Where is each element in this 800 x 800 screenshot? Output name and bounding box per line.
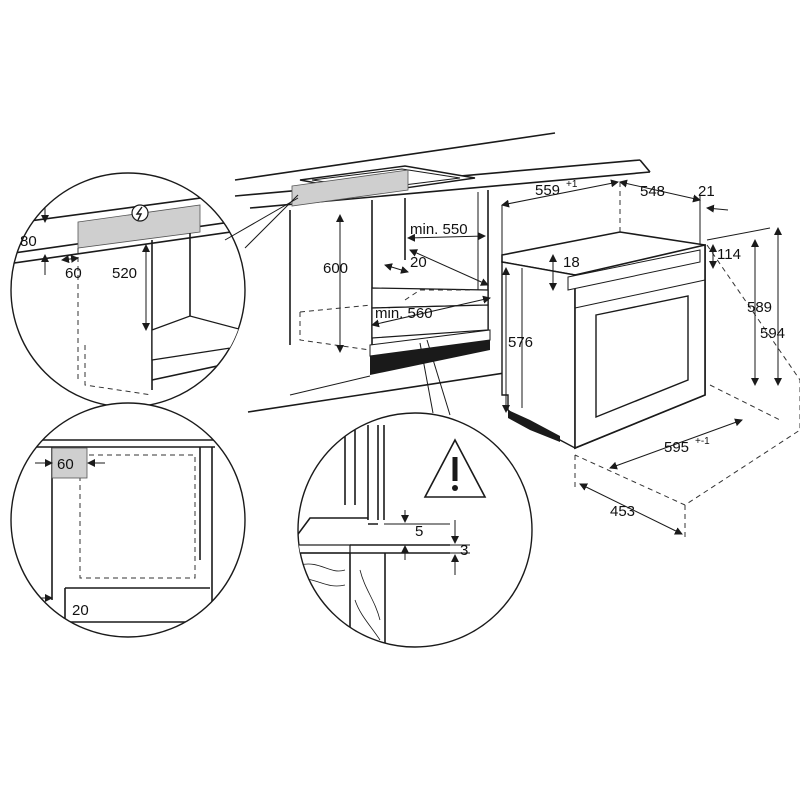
label-559-tol: +1 bbox=[566, 179, 578, 190]
label-80: 80 bbox=[20, 233, 37, 250]
label-min-560: min. 560 bbox=[375, 305, 433, 322]
socket-zone bbox=[77, 204, 201, 249]
label-595: 595 bbox=[664, 439, 689, 456]
warning-icon bbox=[423, 438, 487, 498]
detail-gap bbox=[297, 412, 533, 648]
label-453: 453 bbox=[610, 503, 635, 520]
label-520: 520 bbox=[112, 265, 137, 282]
electric-hazard-icon bbox=[131, 204, 149, 222]
label-559: 559 bbox=[535, 182, 560, 199]
label-594: 594 bbox=[760, 325, 785, 342]
label-595-tol: +-1 bbox=[695, 436, 710, 447]
label-20-side: 20 bbox=[72, 602, 89, 619]
oven-drawing bbox=[501, 179, 800, 540]
label-min-550: min. 550 bbox=[410, 221, 468, 238]
dimension-labels: 80 60 520 600 min. 550 20 min. 560 559 +… bbox=[20, 179, 785, 619]
label-600: 600 bbox=[323, 260, 348, 277]
label-60-side: 60 bbox=[57, 456, 74, 473]
electric-zone bbox=[291, 169, 409, 207]
side-clearance-zone bbox=[51, 447, 88, 479]
label-114: 114 bbox=[717, 246, 741, 263]
label-576: 576 bbox=[508, 334, 533, 351]
label-18: 18 bbox=[563, 254, 580, 271]
plinth bbox=[370, 340, 490, 375]
detail-electrical-connection bbox=[10, 172, 246, 408]
main-cabinet bbox=[234, 132, 651, 413]
label-3: 3 bbox=[460, 542, 468, 559]
label-20-niche: 20 bbox=[410, 254, 427, 271]
label-589: 589 bbox=[747, 299, 772, 316]
label-548: 548 bbox=[640, 183, 665, 200]
label-60-detail: 60 bbox=[65, 265, 82, 282]
detail-side-clearance bbox=[10, 402, 246, 638]
label-5: 5 bbox=[415, 523, 423, 540]
label-21: 21 bbox=[698, 183, 715, 200]
